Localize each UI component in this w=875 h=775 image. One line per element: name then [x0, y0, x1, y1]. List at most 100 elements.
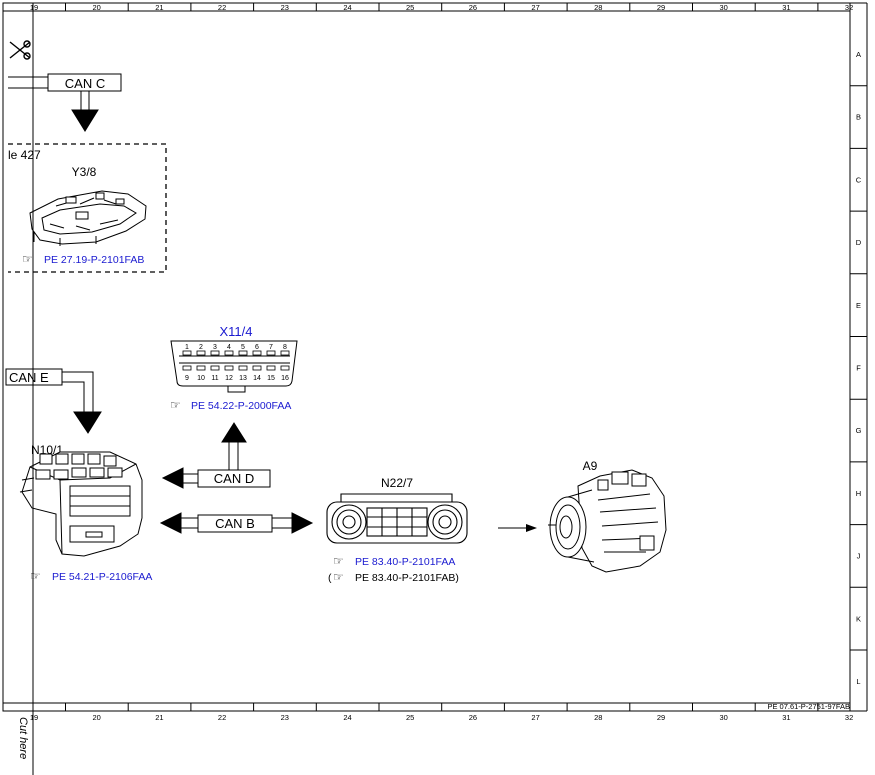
x11-4-ref-link[interactable]: PE 54.22-P-2000FAA: [191, 400, 291, 412]
dashed-box-label: le 427: [8, 148, 41, 162]
pointing-hand-icon: ☞: [30, 569, 41, 583]
column-label-top: 30: [720, 3, 728, 12]
row-label: H: [856, 489, 861, 498]
can-d-label: CAN D: [214, 471, 254, 486]
row-label: J: [857, 552, 861, 561]
arrow-up-icon: [221, 422, 247, 443]
row-label: B: [856, 113, 861, 122]
column-label-bottom: 22: [218, 713, 226, 722]
pin-number: 16: [281, 375, 289, 382]
column-label-bottom: 23: [281, 713, 289, 722]
pin-number: 13: [239, 375, 247, 382]
pointing-hand-icon: ☞: [22, 252, 33, 266]
n22-7-ref2-open: (: [328, 572, 332, 584]
n10-1-ref-link[interactable]: PE 54.21-P-2106FAA: [52, 571, 152, 583]
n22-7-label: N22/7: [381, 476, 413, 490]
pin-number: 5: [241, 344, 245, 351]
pin-contact: [252, 350, 262, 356]
pin-contact: [196, 350, 206, 356]
arrow-left-icon: [159, 512, 182, 534]
pin-contact: [196, 365, 206, 371]
pin-contact: [280, 365, 290, 371]
column-label-top: 22: [218, 3, 226, 12]
row-label: F: [856, 364, 861, 373]
arrow-right-icon: [526, 524, 537, 532]
column-label-bottom: 30: [720, 713, 728, 722]
column-label-bottom: 24: [343, 713, 351, 722]
column-label-bottom: 26: [469, 713, 477, 722]
pin-number: 10: [197, 375, 205, 382]
a9-label: A9: [583, 459, 598, 473]
arrow-down-icon: [71, 109, 99, 132]
pin-number: 9: [185, 375, 189, 382]
climate-control-n22-7-image: [326, 493, 468, 544]
column-label-bottom: 31: [782, 713, 790, 722]
column-label-top: 29: [657, 3, 665, 12]
diagnostic-connector-x11-4: [170, 340, 298, 393]
column-label-top: 21: [155, 3, 163, 12]
pin-number: 7: [269, 344, 273, 351]
pin-number: 6: [255, 344, 259, 351]
row-grid-ticks: [850, 85, 867, 651]
can-b-bus: [159, 512, 314, 534]
cut-here-label: Cut here: [17, 717, 29, 759]
column-label-top: 26: [469, 3, 477, 12]
column-label-bottom: 28: [594, 713, 602, 722]
column-label-bottom: 25: [406, 713, 414, 722]
pin-contact: [182, 350, 192, 356]
y3-8-dashed-box: [8, 143, 167, 273]
arrow-left-icon: [161, 467, 184, 489]
y3-8-label: Y3/8: [72, 165, 97, 179]
pin-contact: [210, 350, 220, 356]
column-grid-ticks: [65, 3, 819, 711]
column-label-top: 32: [845, 3, 853, 12]
column-label-top: 28: [594, 3, 602, 12]
pin-number: 8: [283, 344, 287, 351]
column-label-top: 27: [531, 3, 539, 12]
can-c-bus: [8, 73, 122, 132]
pin-contact: [224, 365, 234, 371]
column-grid-labels: 1919202021212222232324242525262627272828…: [30, 3, 853, 722]
sam-module-n10-1-image: [19, 451, 143, 557]
pin-contact: [238, 365, 248, 371]
row-label: A: [856, 50, 861, 59]
row-label: L: [856, 677, 860, 686]
n22-7-ref-link[interactable]: PE 83.40-P-2101FAA: [355, 556, 455, 568]
column-label-bottom: 32: [845, 713, 853, 722]
pin-contact: [224, 350, 234, 356]
x11-4-label: X11/4: [219, 324, 252, 339]
pin-number: 14: [253, 375, 261, 382]
column-label-top: 24: [343, 3, 351, 12]
pin-contact: [266, 365, 276, 371]
arrow-right-icon: [291, 512, 314, 534]
y3-8-ref-link[interactable]: PE 27.19-P-2101FAB: [44, 254, 144, 266]
can-d-bus: [161, 422, 271, 489]
valve-body-y3-8-image: [29, 190, 147, 246]
row-label: G: [856, 426, 862, 435]
pin-number: 15: [267, 375, 275, 382]
can-c-label: CAN C: [65, 76, 105, 91]
pin-contact: [280, 350, 290, 356]
column-label-bottom: 21: [155, 713, 163, 722]
column-label-top: 19: [30, 3, 38, 12]
pointing-hand-icon: ☞: [333, 554, 344, 568]
arrow-down-icon: [73, 411, 102, 434]
can-e-label: CAN E: [9, 370, 49, 385]
column-label-bottom: 29: [657, 713, 665, 722]
scissors-icon: [9, 40, 31, 60]
pin-contact: [252, 365, 262, 371]
pin-number: 4: [227, 344, 231, 351]
can-b-label: CAN B: [215, 516, 255, 531]
column-label-bottom: 27: [531, 713, 539, 722]
pin-number: 2: [199, 344, 203, 351]
column-label-top: 20: [93, 3, 101, 12]
document-id: PE 07.61-P-2751-97FAB: [767, 702, 850, 711]
signal-arrow: [498, 524, 537, 532]
row-label: E: [856, 301, 861, 310]
column-label-bottom: 19: [30, 713, 38, 722]
row-label: C: [856, 175, 862, 184]
